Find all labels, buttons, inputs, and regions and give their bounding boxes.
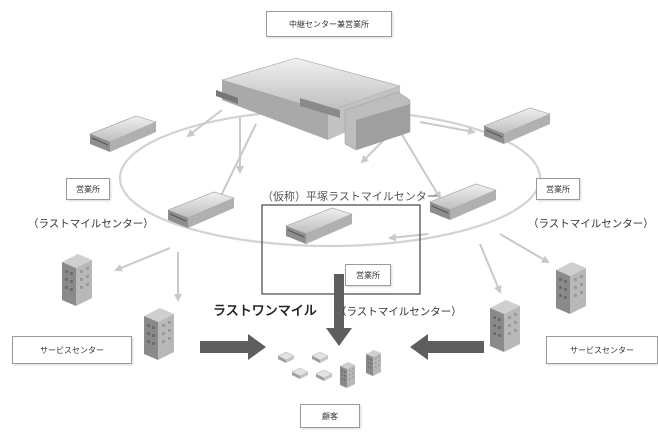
tower-left: [144, 308, 174, 360]
lastmile-right-label: （ラストマイルセンター）: [528, 218, 654, 230]
tower-left-top: [62, 254, 92, 306]
office-right-box: 営業所: [536, 178, 580, 200]
customer-cluster: [277, 350, 381, 388]
center-title: （仮称）平塚ラストマイルセンター: [262, 190, 438, 203]
tower-right-top: [556, 262, 586, 314]
depot-right-top: [483, 107, 551, 145]
depot-left: [167, 191, 235, 229]
lastmile-center-label: （ラストマイルセンター）: [336, 306, 462, 318]
depot-left-top: [89, 115, 157, 153]
office-center-box: 営業所: [345, 264, 391, 286]
service-center-left-box: サービスセンター: [12, 336, 132, 364]
last-one-mile-label: ラストワンマイル: [213, 304, 317, 319]
hub-building: [216, 57, 411, 151]
customer-box: 顧客: [300, 404, 360, 428]
depot-right: [429, 183, 497, 221]
depot-center: [285, 207, 353, 245]
tower-right: [490, 300, 520, 352]
hub-label-box: 中継センター兼営業所: [266, 11, 392, 37]
office-left-box: 営業所: [66, 178, 110, 200]
service-center-right-box: サービスセンター: [546, 336, 658, 364]
thick-delivery-arrows: [200, 274, 484, 360]
lastmile-left-label: （ラストマイルセンター）: [28, 218, 154, 230]
